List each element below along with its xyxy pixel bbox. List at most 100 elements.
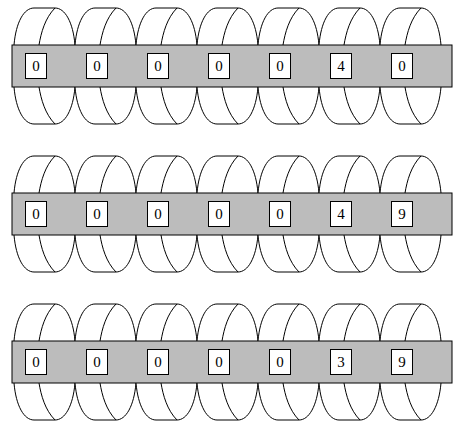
digit: 9 <box>398 207 406 222</box>
wheel-rim <box>380 87 441 124</box>
wheel-rim <box>136 8 197 45</box>
wheel-edge <box>161 156 177 193</box>
wheel-rim <box>319 87 380 124</box>
wheel-edge <box>161 383 177 420</box>
digit-box: 0 <box>269 53 291 79</box>
digit-box: 3 <box>330 349 352 375</box>
wheel-rim <box>14 304 75 341</box>
digit: 4 <box>337 59 345 74</box>
wheel-rim <box>14 383 75 420</box>
wheel-edge <box>283 304 299 341</box>
digit-box: 0 <box>25 53 47 79</box>
wheel-rim <box>319 235 380 272</box>
digit: 0 <box>276 355 284 370</box>
digit-box: 4 <box>330 201 352 227</box>
digit-box: 9 <box>391 201 413 227</box>
wheel-rim <box>319 8 380 45</box>
wheel-rim <box>258 156 319 193</box>
digit: 0 <box>398 59 406 74</box>
digit: 0 <box>32 59 40 74</box>
wheel-edge <box>283 235 299 272</box>
wheel-rim <box>14 235 75 272</box>
wheel-rim <box>380 156 441 193</box>
wheel-edge <box>222 156 238 193</box>
wheel-rim <box>136 235 197 272</box>
wheel-rim <box>258 304 319 341</box>
axle-band <box>12 341 452 383</box>
wheel-rim <box>136 156 197 193</box>
wheel-edge <box>283 8 299 45</box>
digit-box: 0 <box>208 201 230 227</box>
digit: 3 <box>337 355 345 370</box>
digit: 0 <box>154 207 162 222</box>
wheel-rim <box>75 383 136 420</box>
wheel-edge <box>100 235 116 272</box>
digit: 0 <box>276 59 284 74</box>
wheel-rim <box>136 304 197 341</box>
digit-box: 9 <box>391 349 413 375</box>
wheel-rim <box>75 235 136 272</box>
wheel-rim <box>319 156 380 193</box>
digit: 0 <box>215 355 223 370</box>
wheel-rim <box>258 235 319 272</box>
digit: 0 <box>32 355 40 370</box>
digit: 0 <box>32 207 40 222</box>
digit: 0 <box>154 59 162 74</box>
wheel-rim <box>197 8 258 45</box>
wheel-rim <box>136 87 197 124</box>
digit-box: 0 <box>391 53 413 79</box>
axle-band <box>12 193 452 235</box>
wheel-edge <box>39 8 55 45</box>
digit-box: 0 <box>86 349 108 375</box>
digit: 0 <box>93 355 101 370</box>
digit: 0 <box>215 207 223 222</box>
digit-box: 0 <box>147 349 169 375</box>
wheel-rim <box>380 8 441 45</box>
wheel-edge <box>39 383 55 420</box>
wheel-rim <box>319 383 380 420</box>
wheel-rim <box>14 8 75 45</box>
wheel-edge <box>344 87 360 124</box>
wheel-rim <box>197 87 258 124</box>
wheel-edge <box>100 87 116 124</box>
wheel-rim <box>319 304 380 341</box>
wheel-rim <box>75 156 136 193</box>
wheel-edge <box>39 156 55 193</box>
wheel-rim <box>136 383 197 420</box>
wheel-rim <box>75 87 136 124</box>
wheel-rim <box>75 8 136 45</box>
digit-box: 4 <box>330 53 352 79</box>
digit: 0 <box>154 355 162 370</box>
wheel-edge <box>161 235 177 272</box>
wheel-rim <box>258 383 319 420</box>
wheel-edge <box>405 8 421 45</box>
wheel-edge <box>405 87 421 124</box>
wheel-rim <box>197 304 258 341</box>
wheel-edge <box>405 304 421 341</box>
wheel-edge <box>222 87 238 124</box>
digit-box: 0 <box>25 201 47 227</box>
axle-band <box>12 45 452 87</box>
wheel-rim <box>14 87 75 124</box>
digit: 0 <box>215 59 223 74</box>
wheel-rim <box>380 383 441 420</box>
digit-box: 0 <box>269 201 291 227</box>
digit-box: 0 <box>147 53 169 79</box>
wheel-rim <box>14 156 75 193</box>
wheel-edge <box>39 87 55 124</box>
wheel-edge <box>222 304 238 341</box>
wheel-rim <box>258 8 319 45</box>
wheel-edge <box>222 383 238 420</box>
wheel-edge <box>39 304 55 341</box>
wheel-edge <box>344 235 360 272</box>
wheel-edge <box>405 383 421 420</box>
wheel-edge <box>283 383 299 420</box>
digit-box: 0 <box>208 349 230 375</box>
digit-box: 0 <box>147 201 169 227</box>
wheel-edge <box>100 383 116 420</box>
wheel-rim <box>197 383 258 420</box>
wheel-rim <box>75 304 136 341</box>
wheel-rim <box>197 235 258 272</box>
digit-box: 0 <box>208 53 230 79</box>
